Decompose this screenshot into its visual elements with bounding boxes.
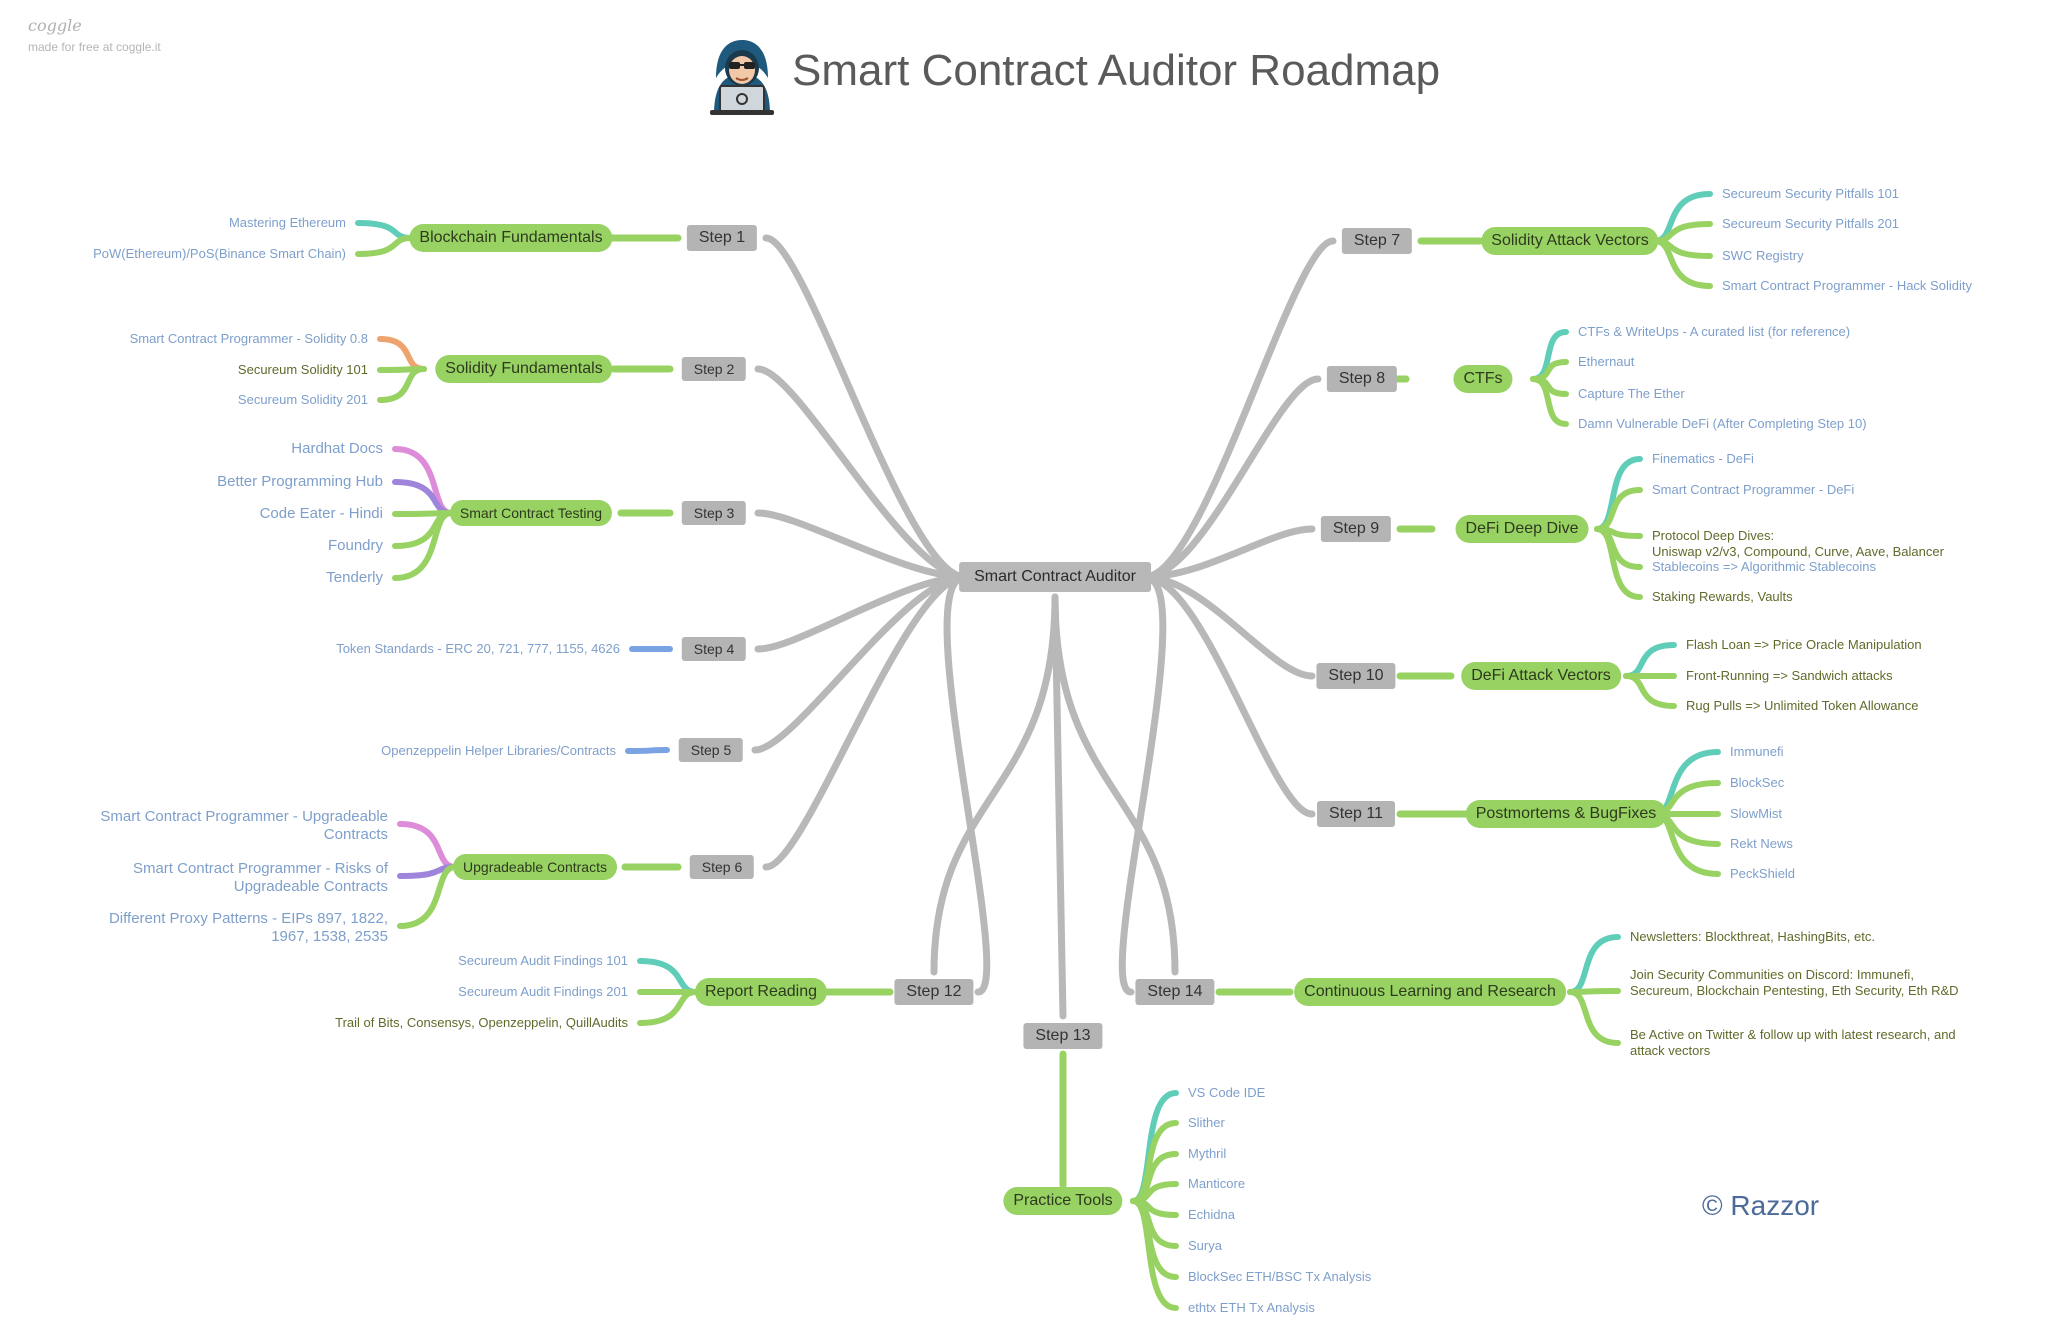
leaf-step6-1[interactable]: Smart Contract Programmer - Upgradeable … — [100, 808, 388, 843]
leaf-step11-5[interactable]: PeckShield — [1730, 866, 1796, 881]
topic-node-7[interactable]: Solidity Attack Vectors — [1481, 227, 1659, 255]
leaf-step7-3[interactable]: SWC Registry — [1722, 248, 1804, 263]
step-node-12[interactable]: Step 12 — [894, 979, 974, 1005]
leaf-step10-3[interactable]: Rug Pulls => Unlimited Token Allowance — [1686, 698, 1919, 713]
step-node-11[interactable]: Step 11 — [1317, 801, 1395, 827]
leaf-step7-4[interactable]: Smart Contract Programmer - Hack Solidit… — [1722, 278, 1972, 293]
topic-node-12[interactable]: Report Reading — [694, 978, 828, 1006]
topic-node-1[interactable]: Blockchain Fundamentals — [409, 224, 613, 252]
brand-logo: coggle — [28, 16, 82, 35]
leaf-step3-5[interactable]: Tenderly — [326, 569, 383, 586]
leaf-step3-2[interactable]: Better Programming Hub — [217, 473, 383, 490]
leaf-step11-1[interactable]: Immunefi — [1730, 744, 1784, 759]
leaf-step12-2[interactable]: Secureum Audit Findings 201 — [458, 984, 628, 999]
leaf-step13-1[interactable]: VS Code IDE — [1188, 1085, 1266, 1100]
central-node[interactable]: Smart Contract Auditor — [959, 562, 1151, 592]
leaf-step2-2[interactable]: Secureum Solidity 101 — [237, 362, 368, 377]
leaf-step13-8[interactable]: ethtx ETH Tx Analysis — [1188, 1300, 1315, 1315]
leaf-step11-2[interactable]: BlockSec — [1730, 775, 1785, 790]
leaf-step1-1[interactable]: Mastering Ethereum — [228, 215, 346, 230]
leaf-step11-4[interactable]: Rekt News — [1730, 836, 1793, 851]
leaf-step7-2[interactable]: Secureum Security Pitfalls 201 — [1722, 216, 1900, 231]
leaf-step14-2[interactable]: Join Security Communities on Discord: Im… — [1630, 967, 1959, 998]
step-node-13[interactable]: Step 13 — [1023, 1023, 1103, 1049]
leaf-step13-6[interactable]: Surya — [1188, 1238, 1222, 1253]
leaf-step9-4[interactable]: Stablecoins => Algorithmic Stablecoins — [1652, 559, 1877, 574]
leaf-step10-1[interactable]: Flash Loan => Price Oracle Manipulation — [1686, 637, 1922, 652]
leaf-step8-1[interactable]: CTFs & WriteUps - A curated list (for re… — [1578, 324, 1851, 339]
step-node-14[interactable]: Step 14 — [1135, 979, 1215, 1005]
leaf-step2-3[interactable]: Secureum Solidity 201 — [237, 392, 368, 407]
topic-node-2[interactable]: Solidity Fundamentals — [435, 355, 613, 383]
leaf-step9-1[interactable]: Finematics - DeFi — [1652, 451, 1754, 466]
step-node-3[interactable]: Step 3 — [681, 501, 747, 525]
leaf-step14-3[interactable]: Be Active on Twitter & follow up with la… — [1630, 1027, 1956, 1058]
leaf-step9-5[interactable]: Staking Rewards, Vaults — [1652, 589, 1793, 604]
topic-node-9[interactable]: DeFi Deep Dive — [1455, 515, 1589, 543]
step-node-8[interactable]: Step 8 — [1326, 366, 1398, 392]
leaf-step8-3[interactable]: Capture The Ether — [1578, 386, 1685, 401]
topic-node-11[interactable]: Postmortems & BugFixes — [1465, 800, 1667, 828]
step-node-9[interactable]: Step 9 — [1320, 516, 1392, 542]
leaf-step6-3[interactable]: Different Proxy Patterns - EIPs 897, 182… — [108, 910, 388, 945]
leaf-step9-2[interactable]: Smart Contract Programmer - DeFi — [1652, 482, 1855, 497]
leaf-step7-1[interactable]: Secureum Security Pitfalls 101 — [1722, 186, 1900, 201]
leaf-step4-1[interactable]: Token Standards - ERC 20, 721, 777, 1155… — [336, 641, 620, 656]
page-title: Smart Contract Auditor Roadmap — [792, 46, 1441, 95]
leaf-step2-1[interactable]: Smart Contract Programmer - Solidity 0.8 — [129, 331, 368, 346]
step-node-4[interactable]: Step 4 — [681, 637, 747, 661]
hacker-laptop-icon — [706, 38, 778, 121]
step-node-10[interactable]: Step 10 — [1316, 663, 1396, 689]
leaf-step13-3[interactable]: Mythril — [1188, 1146, 1227, 1161]
brand-tagline: made for free at coggle.it — [28, 40, 161, 54]
topic-node-6[interactable]: Upgradeable Contracts — [453, 854, 617, 880]
leaf-step11-3[interactable]: SlowMist — [1730, 806, 1783, 821]
leaf-step1-2[interactable]: PoW(Ethereum)/PoS(Binance Smart Chain) — [93, 246, 346, 261]
leaf-step12-1[interactable]: Secureum Audit Findings 101 — [458, 953, 628, 968]
leaf-step13-4[interactable]: Manticore — [1188, 1176, 1246, 1191]
leaf-step6-2[interactable]: Smart Contract Programmer - Risks of Upg… — [132, 860, 388, 895]
topic-node-14[interactable]: Continuous Learning and Research — [1294, 978, 1566, 1006]
leaf-step5-1[interactable]: Openzeppelin Helper Libraries/Contracts — [381, 743, 616, 758]
copyright-text: © Razzor — [1702, 1190, 1820, 1221]
leaf-step13-7[interactable]: BlockSec ETH/BSC Tx Analysis — [1188, 1269, 1372, 1284]
topic-node-13[interactable]: Practice Tools — [1003, 1187, 1123, 1215]
leaf-step12-3[interactable]: Trail of Bits, Consensys, Openzeppelin, … — [335, 1015, 628, 1030]
leaf-step3-1[interactable]: Hardhat Docs — [291, 440, 383, 457]
step-node-5[interactable]: Step 5 — [678, 738, 744, 762]
step-node-2[interactable]: Step 2 — [681, 357, 747, 381]
leaf-step9-3[interactable]: Protocol Deep Dives: Uniswap v2/v3, Comp… — [1652, 528, 1944, 559]
topic-node-3[interactable]: Smart Contract Testing — [449, 500, 613, 526]
topic-node-10[interactable]: DeFi Attack Vectors — [1461, 662, 1621, 690]
step-node-7[interactable]: Step 7 — [1341, 228, 1413, 254]
step-node-6[interactable]: Step 6 — [689, 855, 755, 879]
leaf-step3-4[interactable]: Foundry — [327, 537, 383, 554]
leaf-step13-5[interactable]: Echidna — [1188, 1207, 1235, 1222]
step-node-1[interactable]: Step 1 — [686, 225, 758, 251]
leaf-step3-3[interactable]: Code Eater - Hindi — [259, 505, 383, 522]
leaf-step8-4[interactable]: Damn Vulnerable DeFi (After Completing S… — [1578, 416, 1867, 431]
leaf-step13-2[interactable]: Slither — [1188, 1115, 1225, 1130]
topic-node-8[interactable]: CTFs — [1453, 365, 1513, 393]
leaf-step10-2[interactable]: Front-Running => Sandwich attacks — [1686, 668, 1893, 683]
leaf-step14-1[interactable]: Newsletters: Blockthreat, HashingBits, e… — [1630, 929, 1875, 944]
leaf-step8-2[interactable]: Ethernaut — [1578, 354, 1635, 369]
